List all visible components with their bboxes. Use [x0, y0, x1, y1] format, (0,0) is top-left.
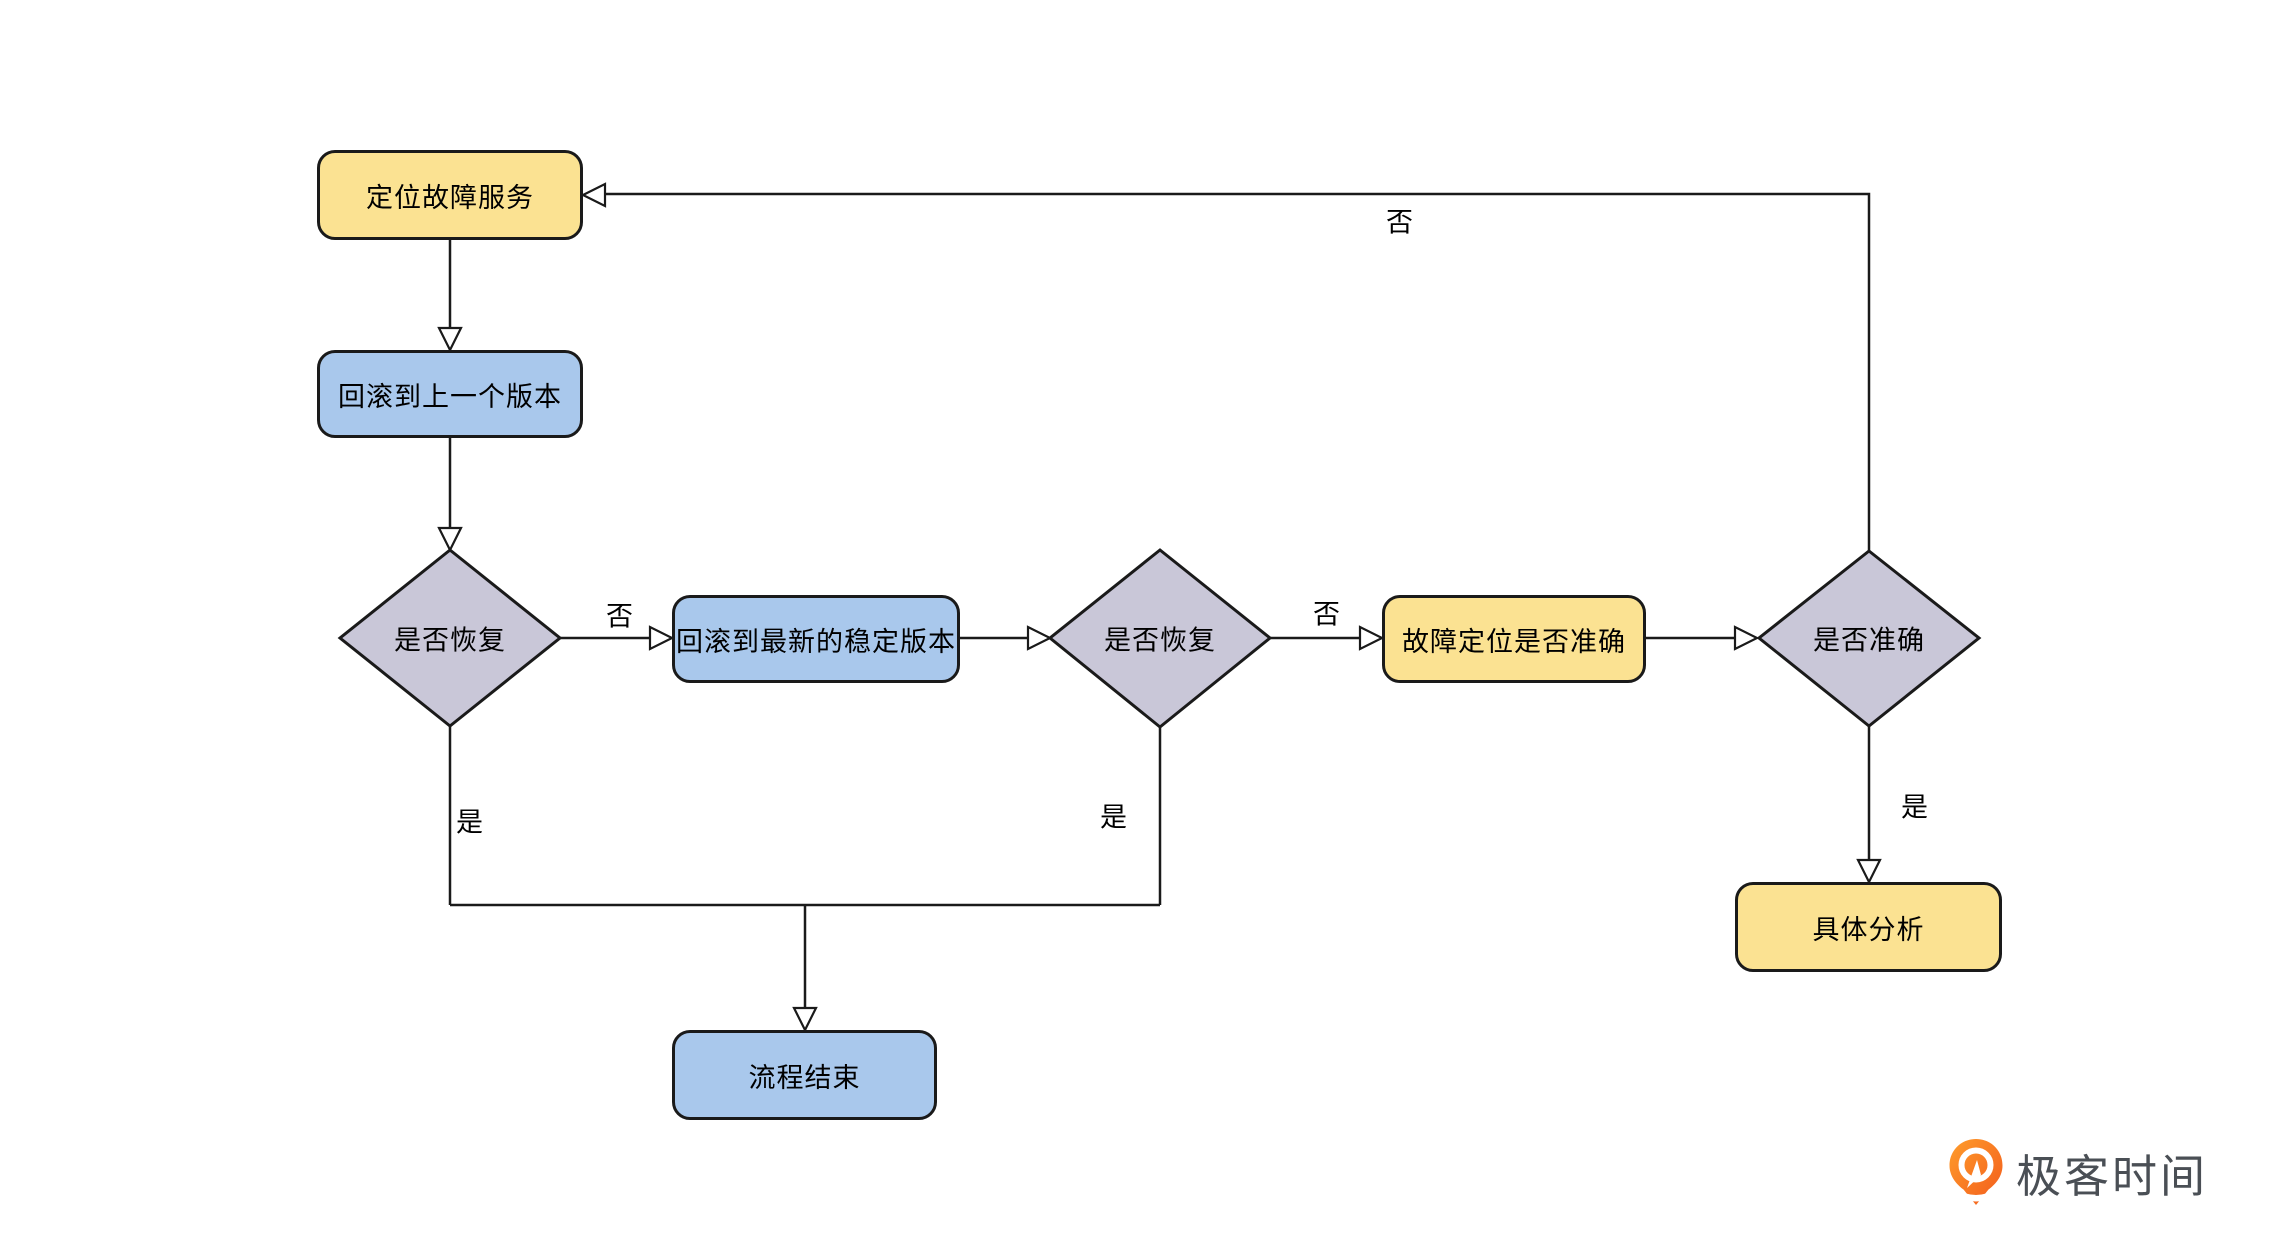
edge-label-yes-recover2: 是	[1100, 802, 1128, 833]
geektime-logo-icon	[1949, 1139, 2003, 1205]
node-rollback-stable: 回滚到最新的稳定版本	[672, 595, 960, 683]
brand-text: 极客时间	[2016, 1150, 2209, 1202]
arrowhead-into-rollbackprev	[437, 326, 463, 353]
node-recover2-diamond	[1047, 548, 1273, 729]
edge-label-yes-accurate: 是	[1901, 792, 1929, 823]
arrowhead-into-rollbackstable	[648, 625, 675, 651]
arrowhead-into-end	[792, 1006, 818, 1033]
arrowhead-into-locateaccurate	[1358, 625, 1385, 651]
edge-label-no-recover2: 否	[1313, 599, 1341, 630]
edge-label-no-recover1: 否	[606, 601, 634, 632]
arrowhead-into-locate	[580, 182, 607, 208]
node-recover1-diamond	[337, 548, 563, 728]
node-accurate-diamond	[1756, 549, 1982, 728]
node-end: 流程结束	[672, 1030, 937, 1120]
node-locate: 定位故障服务	[317, 150, 583, 240]
edge-label-no-accurate: 否	[1386, 207, 1414, 238]
node-accurate-label: 是否准确	[1813, 625, 1925, 656]
edge-accurate-no-feedback	[605, 192, 1871, 551]
arrowhead-into-analysis	[1856, 858, 1882, 885]
node-recover1-label: 是否恢复	[394, 625, 506, 656]
edge-label-yes-recover1: 是	[456, 807, 484, 838]
node-recover2-label: 是否恢复	[1104, 625, 1216, 656]
node-rollback-prev: 回滚到上一个版本	[317, 350, 583, 438]
brand-footer: 极客时间	[1948, 1138, 2208, 1206]
arrowhead-into-recover2	[1026, 625, 1053, 651]
arrowhead-into-recover1	[437, 526, 463, 553]
node-analysis: 具体分析	[1735, 882, 2002, 972]
arrowhead-into-accurate	[1733, 625, 1760, 651]
node-locate-accurate: 故障定位是否准确	[1382, 595, 1646, 683]
